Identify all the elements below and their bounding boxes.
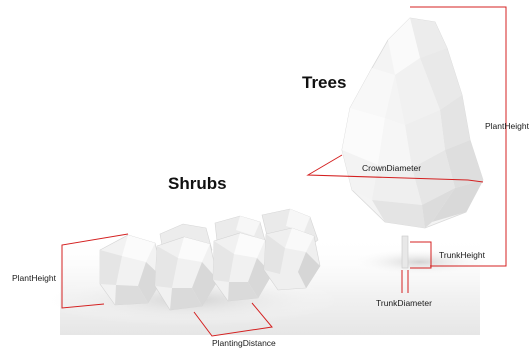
tree-trunk (401, 235, 409, 269)
shrub-plant-height-label: PlantHeight (12, 273, 56, 283)
shrub-front-4 (263, 227, 321, 291)
shrubs-heading: Shrubs (168, 174, 227, 193)
crown-diameter-marker (306, 154, 484, 183)
planting-distance-marker (193, 302, 273, 337)
tree-plant-height-label: PlantHeight (485, 121, 529, 131)
trunk-height-marker (410, 241, 432, 269)
annotation-lines (61, 6, 507, 337)
shrub-height-marker (61, 233, 129, 309)
trunk-diameter-label: TrunkDiameter (376, 298, 432, 308)
tree-model (341, 17, 484, 269)
shrub-row-model (99, 208, 321, 311)
shrub-front-3 (212, 232, 273, 302)
planting-distance-label: PlantingDistance (212, 338, 276, 348)
tree-height-marker (410, 6, 507, 267)
tree-ground-shadow (350, 248, 490, 276)
shrub-front-1 (99, 234, 164, 306)
trees-heading: Trees (302, 73, 347, 92)
trunk-height-label: TrunkHeight (439, 250, 485, 260)
crown-diameter-label: CrownDiameter (362, 163, 422, 173)
shrub-front-2 (154, 236, 219, 311)
